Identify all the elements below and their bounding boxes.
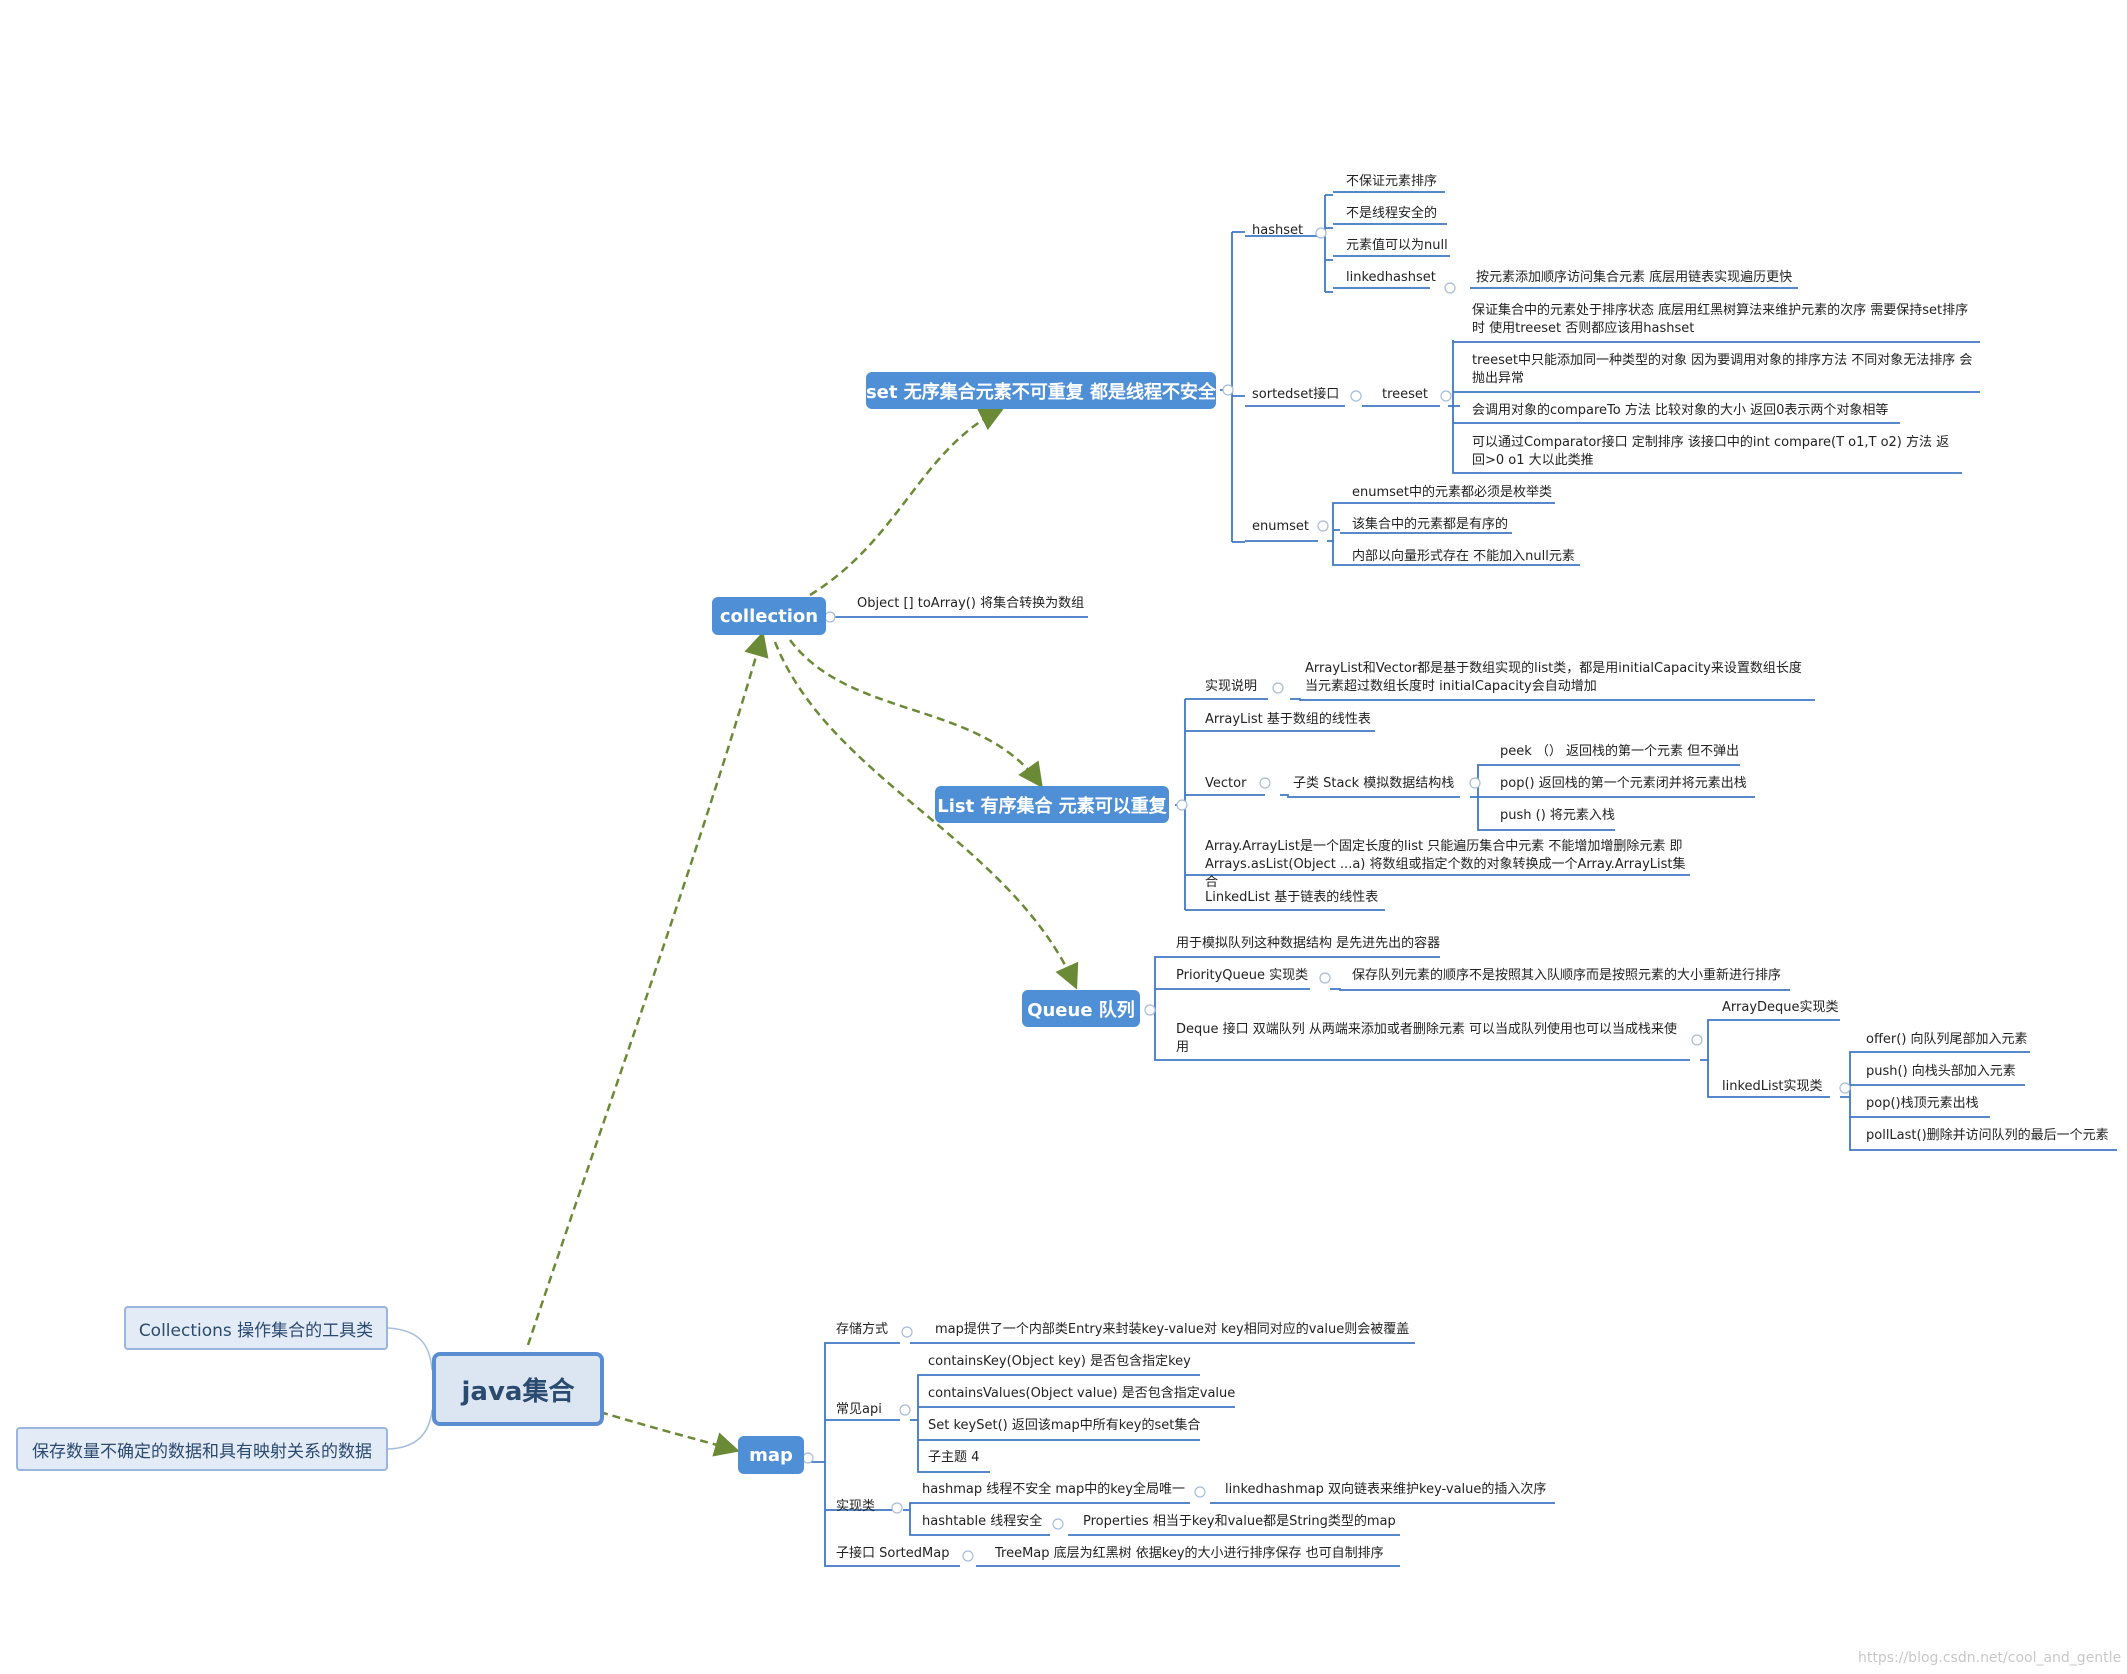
linkedhashset-desc: 按元素添加顺序访问集合元素 底层用链表实现遍历更快: [1476, 270, 1793, 285]
stack-item: peek （） 返回栈的第一个元素 但不弹出: [1500, 744, 1740, 759]
list-arraylist: ArrayList 基于数组的线性表: [1205, 712, 1371, 727]
treeset-item: 会调用对象的compareTo 方法 比较对象的大小 返回0表示两个对象相等: [1472, 403, 1889, 418]
stack-item: pop() 返回栈的第一个元素闭并将元素出栈: [1500, 776, 1747, 791]
collection-node[interactable]: collection: [712, 597, 826, 635]
enumset-item: 该集合中的元素都是有序的: [1352, 517, 1509, 532]
list-linkedlist: LinkedList 基于链表的线性表: [1205, 890, 1379, 905]
hashset-item: 不保证元素排序: [1346, 174, 1438, 189]
list-vector-label: Vector: [1205, 776, 1247, 791]
enumset-item: 内部以向量形式存在 不能加入null元素: [1352, 549, 1575, 564]
list-impl-desc: ArrayList和Vector都是基于数组实现的list类，都是用initia…: [1305, 661, 1802, 694]
queue-ll-item: pop()栈顶元素出栈: [1866, 1096, 1979, 1111]
sortedset-label: sortedset接口: [1252, 387, 1340, 402]
list-node[interactable]: List 有序集合 元素可以重复: [935, 786, 1169, 823]
edge-collection-queue: [773, 641, 1079, 990]
map-api-item: 子主题 4: [928, 1450, 980, 1465]
map-api-item: containsKey(Object key) 是否包含指定key: [928, 1354, 1191, 1369]
map-storage-label: 存储方式: [836, 1322, 889, 1337]
queue-arraydeque: ArrayDeque实现类: [1722, 1000, 1839, 1015]
edge-collection-set: [809, 407, 1005, 597]
map-storage-desc: map提供了一个内部类Entry来封装key-value对 key相同对应的va…: [935, 1322, 1410, 1337]
list-impl-label: 实现说明: [1205, 679, 1258, 694]
side-note-purpose[interactable]: 保存数量不确定的数据和具有映射关系的数据: [16, 1427, 388, 1471]
treeset-label: treeset: [1382, 387, 1429, 402]
edge-collection-list: [789, 639, 1043, 789]
hashset-item: 不是线程安全的: [1346, 206, 1438, 221]
hashset-item: 元素值可以为null: [1346, 238, 1448, 253]
collection-toarray: Object [] toArray() 将集合转换为数组: [857, 596, 1085, 611]
root-node[interactable]: java集合: [432, 1352, 604, 1426]
queue-ll-item: offer() 向队列尾部加入元素: [1866, 1032, 2028, 1047]
map-api-label: 常见api: [836, 1402, 882, 1417]
enumset-label: enumset: [1252, 519, 1310, 534]
enumset-item: enumset中的元素都必须是枚举类: [1352, 485, 1553, 500]
watermark: https://blog.csdn.net/cool_and_gentle: [1858, 1650, 2122, 1666]
list-arrays: Array.ArrayList是一个固定长度的list 只能遍历集合中元素 不能…: [1205, 839, 1686, 890]
list-vector-stack: 子类 Stack 模拟数据结构栈: [1293, 776, 1455, 791]
queue-priority-desc: 保存队列元素的顺序不是按照其入队顺序而是按照元素的大小重新进行排序: [1352, 968, 1782, 983]
map-properties: Properties 相当于key和value都是String类型的map: [1083, 1514, 1396, 1529]
linkedhashset-label: linkedhashset: [1346, 270, 1436, 285]
queue-ll-item: pollLast()删除并访问队列的最后一个元素: [1866, 1128, 2109, 1143]
edge-root-map: [599, 1410, 740, 1457]
queue-node[interactable]: Queue 队列: [1022, 990, 1140, 1027]
queue-priority: PriorityQueue 实现类: [1176, 968, 1309, 983]
queue-deque: Deque 接口 双端队列 从两端来添加或者删除元素 可以当成队列使用也可以当成…: [1176, 1022, 1678, 1055]
set-node[interactable]: set 无序集合元素不可重复 都是线程不安全: [866, 372, 1216, 409]
side-note-collections[interactable]: Collections 操作集合的工具类: [124, 1306, 388, 1350]
treeset-item: treeset中只能添加同一种类型的对象 因为要调用对象的排序方法 不同对象无法…: [1472, 353, 1973, 386]
map-api-item: Set keySet() 返回该map中所有key的set集合: [928, 1418, 1201, 1433]
treeset-item: 保证集合中的元素处于排序状态 底层用红黑树算法来维护元素的次序 需要保持set排…: [1472, 303, 1969, 336]
queue-ll-item: push() 向栈头部加入元素: [1866, 1064, 2016, 1079]
map-treemap: TreeMap 底层为红黑树 依据key的大小进行排序保存 也可自制排序: [995, 1546, 1384, 1561]
hashset-label: hashset: [1252, 223, 1304, 238]
queue-desc: 用于模拟队列这种数据结构 是先进先出的容器: [1176, 936, 1441, 951]
map-linkedhashmap: linkedhashmap 双向链表来维护key-value的插入次序: [1225, 1482, 1547, 1497]
edge-root-collection: [526, 631, 769, 1346]
treeset-item: 可以通过Comparator接口 定制排序 该接口中的int compare(T…: [1472, 435, 1950, 468]
map-hashtable: hashtable 线程安全: [922, 1514, 1043, 1529]
map-hashmap: hashmap 线程不安全 map中的key全局唯一: [922, 1482, 1186, 1497]
queue-linkedlist: linkedList实现类: [1722, 1079, 1823, 1094]
map-api-item: containsValues(Object value) 是否包含指定value: [928, 1386, 1236, 1401]
map-sorted-label: 子接口 SortedMap: [836, 1546, 950, 1561]
map-impl-label: 实现类: [836, 1499, 876, 1514]
stack-item: push () 将元素入栈: [1500, 808, 1615, 823]
map-node[interactable]: map: [738, 1436, 804, 1474]
